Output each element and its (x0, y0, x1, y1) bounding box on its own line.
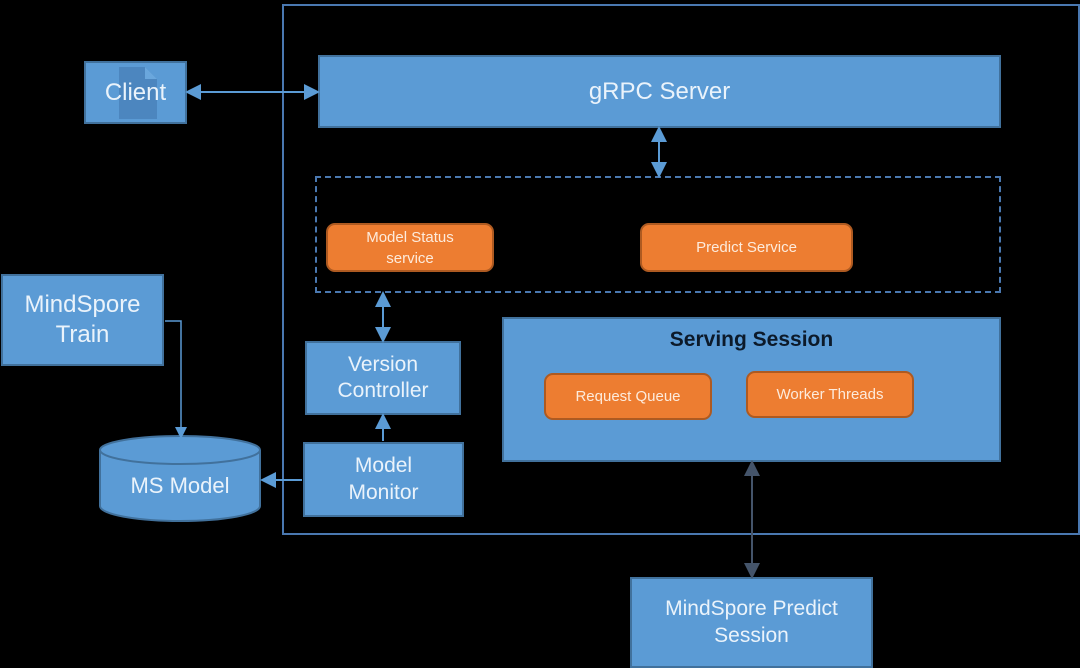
model-status-line-2: service (386, 249, 434, 267)
grpc-server-node[interactable]: gRPC Server (318, 55, 1001, 128)
client-label: Client (104, 78, 167, 106)
model-status-line-1: Model Status (366, 228, 454, 246)
version-controller-line-2: Controller (337, 379, 429, 402)
model-status-service[interactable]: Model Status service (326, 223, 494, 272)
predict-session-line-1: MindSpore Predict (665, 597, 838, 621)
ms-model-database-icon[interactable] (98, 434, 262, 524)
predict-service[interactable]: Predict Service (640, 223, 853, 272)
grpc-server-label: gRPC Server (588, 77, 731, 105)
mindspore-train-node[interactable]: MindSpore Train (1, 274, 164, 366)
mindspore-train-line-2: Train (55, 321, 110, 348)
request-queue-node[interactable]: Request Queue (544, 373, 712, 420)
mindspore-train-line-1: MindSpore (24, 291, 141, 318)
model-monitor-line-2: Monitor (348, 480, 419, 504)
client-node[interactable]: Client (84, 61, 187, 124)
predict-session-line-2: Session (714, 623, 789, 647)
request-queue-label: Request Queue (575, 388, 681, 405)
ms-model-label: MS Model (130, 473, 230, 498)
document-icon (119, 67, 157, 119)
serving-frame (282, 4, 1080, 535)
version-controller-node[interactable]: Version Controller (305, 341, 461, 415)
serving-session-title: Serving Session (669, 328, 834, 351)
worker-threads-label: Worker Threads (776, 386, 884, 403)
predict-service-label: Predict Service (696, 239, 797, 256)
worker-threads-node[interactable]: Worker Threads (746, 371, 914, 418)
model-monitor-line-1: Model (354, 454, 413, 478)
version-controller-line-1: Version (347, 352, 419, 376)
model-monitor-node[interactable]: Model Monitor (303, 442, 464, 517)
train-model-connector (165, 320, 187, 439)
predict-session-node[interactable]: MindSpore Predict Session (630, 577, 873, 668)
